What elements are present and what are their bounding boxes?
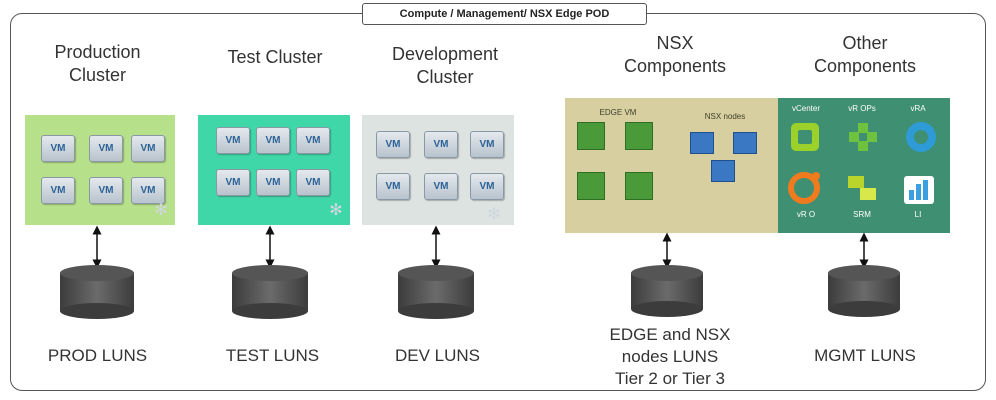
vro-icon bbox=[788, 172, 820, 204]
vm-icon: VM bbox=[424, 131, 458, 158]
vm-icon: VM bbox=[376, 173, 410, 200]
vm-icon: VM bbox=[296, 169, 330, 196]
gear-icon: ✻ bbox=[329, 202, 343, 219]
vm-icon: VM bbox=[376, 131, 410, 158]
vm-icon: VM bbox=[131, 177, 165, 204]
vm-icon: VM bbox=[41, 135, 75, 162]
vra-icon bbox=[906, 122, 936, 152]
prod-luns-label: PROD LUNS bbox=[47, 346, 148, 365]
srm-icon bbox=[848, 176, 876, 200]
vcenter-label: vCenter bbox=[791, 104, 820, 113]
nsx-node-icon bbox=[690, 132, 714, 154]
nsx-nodes-label: NSX nodes bbox=[704, 112, 746, 121]
vm-icon: VM bbox=[89, 135, 123, 162]
vrops-label: vR OPs bbox=[848, 104, 876, 113]
edge-vm-icon bbox=[625, 172, 653, 200]
vm-icon: VM bbox=[89, 177, 123, 204]
other-components-panel: vCenter vR OPs vRA vR O SRM LI bbox=[778, 98, 950, 233]
dev-luns-label: DEV LUNS bbox=[394, 346, 481, 365]
edge-vm-icon bbox=[625, 122, 653, 150]
nsx-node-icon bbox=[711, 160, 735, 182]
vm-icon: VM bbox=[424, 173, 458, 200]
nsx-luns-label: EDGE and NSX nodes LUNS Tier 2 or Tier 3 bbox=[609, 325, 731, 388]
vro-label: vR O bbox=[796, 210, 816, 219]
test-cluster-heading: Test Cluster bbox=[227, 47, 323, 67]
mgmt-storage-cylinder bbox=[828, 265, 900, 317]
gear-icon: ✻ bbox=[154, 202, 168, 219]
edge-vm-icon bbox=[577, 122, 605, 150]
nsx-components-heading: NSX Components bbox=[623, 33, 727, 76]
vcenter-icon bbox=[791, 123, 819, 151]
vm-icon: VM bbox=[131, 135, 165, 162]
development-cluster-panel: VM VM VM VM VM VM ✻ bbox=[362, 115, 514, 225]
mgmt-luns-label: MGMT LUNS bbox=[814, 346, 916, 365]
pod-title: Compute / Management/ NSX Edge POD bbox=[362, 3, 647, 25]
gear-icon: ✻ bbox=[487, 206, 501, 223]
nsx-components-panel: EDGE VM NSX nodes bbox=[565, 98, 778, 233]
li-label: LI bbox=[914, 210, 922, 219]
vm-icon: VM bbox=[216, 127, 250, 154]
vrops-icon bbox=[849, 123, 877, 151]
development-cluster-heading: Development Cluster bbox=[391, 44, 499, 87]
srm-label: SRM bbox=[853, 210, 871, 219]
production-cluster-panel: VM VM VM VM VM VM ✻ bbox=[25, 115, 175, 225]
nsx-storage-cylinder bbox=[631, 265, 703, 317]
vm-icon: VM bbox=[41, 177, 75, 204]
vm-icon: VM bbox=[256, 169, 290, 196]
vm-icon: VM bbox=[470, 131, 504, 158]
vm-icon: VM bbox=[470, 173, 504, 200]
dev-storage-cylinder bbox=[398, 265, 474, 319]
production-cluster-heading: Production Cluster bbox=[54, 42, 141, 85]
other-components-heading: Other Components bbox=[813, 33, 917, 76]
log-insight-icon bbox=[904, 176, 934, 204]
prod-storage-cylinder bbox=[60, 265, 134, 319]
vra-label: vRA bbox=[910, 104, 926, 113]
edge-vm-icon bbox=[577, 172, 605, 200]
vm-icon: VM bbox=[296, 127, 330, 154]
edge-vm-label: EDGE VM bbox=[599, 108, 637, 117]
nsx-node-icon bbox=[733, 132, 757, 154]
test-cluster-panel: VM VM VM VM VM VM ✻ bbox=[198, 115, 350, 225]
vm-icon: VM bbox=[256, 127, 290, 154]
vm-icon: VM bbox=[216, 169, 250, 196]
test-storage-cylinder bbox=[232, 265, 308, 319]
test-luns-label: TEST LUNS bbox=[225, 346, 320, 365]
